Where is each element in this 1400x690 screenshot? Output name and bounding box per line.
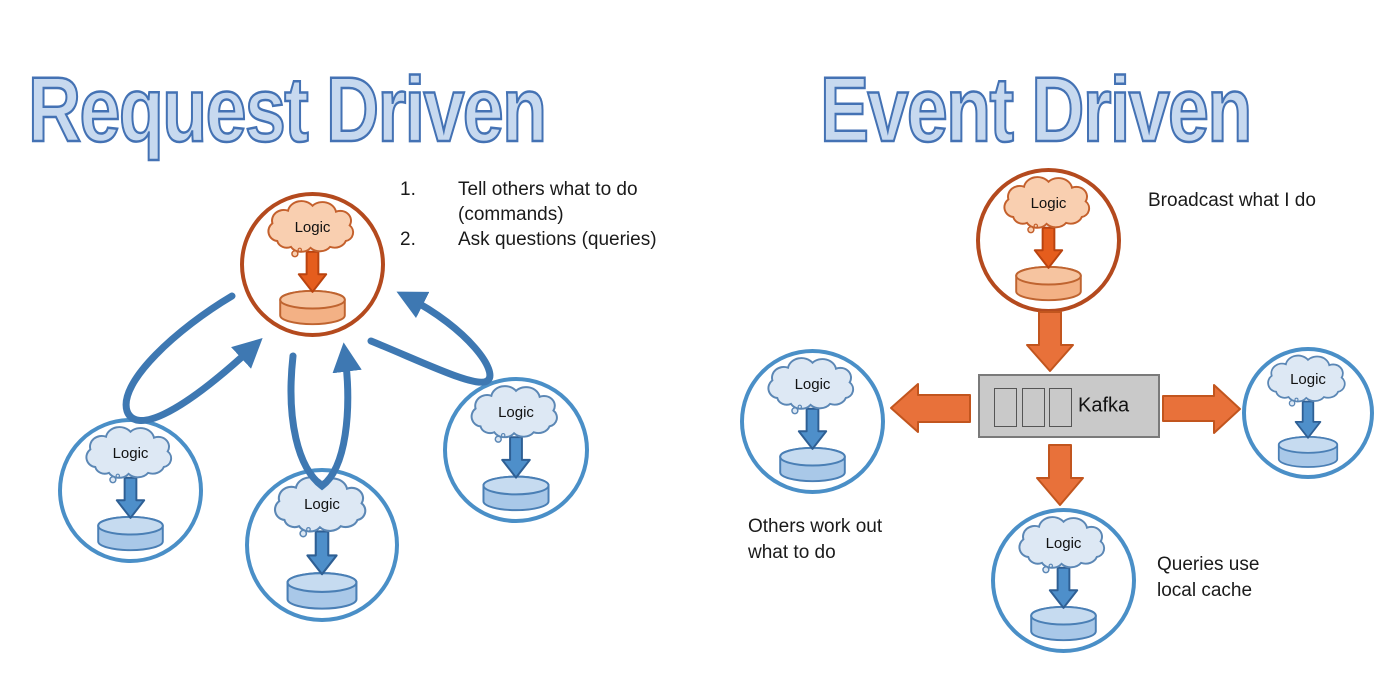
logic-label: Logic <box>294 218 331 236</box>
kafka-label: Kafka <box>1078 394 1130 417</box>
logic-label: Logic <box>304 496 340 514</box>
event-driven-title: Event Driven <box>819 59 1253 161</box>
request-response-arrow-middle <box>287 342 362 491</box>
request-driven-title: Request Driven <box>27 59 548 161</box>
note-text: Tell others what to do (commands) <box>458 179 638 225</box>
request-spoke-node-left: Logic <box>58 418 203 563</box>
event-arrow-kafka-to-bottom <box>1036 444 1084 506</box>
event-spoke-node-bottom: Logic <box>991 508 1136 653</box>
logic-label: Logic <box>498 403 534 421</box>
event-arrow-kafka-to-left <box>890 383 971 433</box>
broadcast-caption: Broadcast what I do <box>1148 190 1316 211</box>
queue-segment-icon <box>1022 388 1045 427</box>
queries-caption: Queries use local cache <box>1157 554 1260 601</box>
note-number: 2. <box>400 229 416 250</box>
note-item-1: 1. Tell others what to do (commands) <box>400 177 670 227</box>
logic-label: Logic <box>794 375 831 393</box>
cloud-database-icon <box>267 200 355 326</box>
event-spoke-node-right: Logic <box>1242 347 1374 479</box>
queue-segment-icon <box>994 388 1017 427</box>
logic-label: Logic <box>1045 534 1082 552</box>
cloud-database-icon <box>470 385 558 512</box>
note-item-2: 2. Ask questions (queries) <box>400 227 670 252</box>
request-response-arrow-right <box>367 291 494 386</box>
logic-label: Logic <box>1030 194 1067 212</box>
request-spoke-node-right: Logic <box>443 377 589 523</box>
logic-label: Logic <box>112 444 149 462</box>
cloud-database-icon <box>273 476 367 610</box>
note-text: Ask questions (queries) <box>458 229 657 250</box>
request-notes-list: 1. Tell others what to do (commands) 2. … <box>400 177 670 252</box>
event-spoke-node-left: Logic <box>740 349 885 494</box>
cloud-database-icon <box>767 357 855 483</box>
cloud-database-icon <box>1003 176 1091 302</box>
request-response-arrow-left <box>122 292 263 424</box>
request-hub-node: Logic <box>240 192 385 337</box>
queue-segment-icon <box>1049 388 1072 427</box>
others-caption: Others work out what to do <box>748 516 883 563</box>
event-arrow-hub-to-kafka <box>1026 311 1074 372</box>
cloud-database-icon <box>85 426 173 552</box>
event-arrow-kafka-to-right <box>1162 384 1241 434</box>
event-hub-node: Logic <box>976 168 1121 313</box>
kafka-broker-box: Kafka <box>978 374 1160 438</box>
cloud-database-icon <box>1267 354 1346 468</box>
note-number: 1. <box>400 179 416 200</box>
request-spoke-node-middle: Logic <box>245 468 399 622</box>
logic-label: Logic <box>1290 371 1326 389</box>
cloud-database-icon <box>1018 516 1106 642</box>
